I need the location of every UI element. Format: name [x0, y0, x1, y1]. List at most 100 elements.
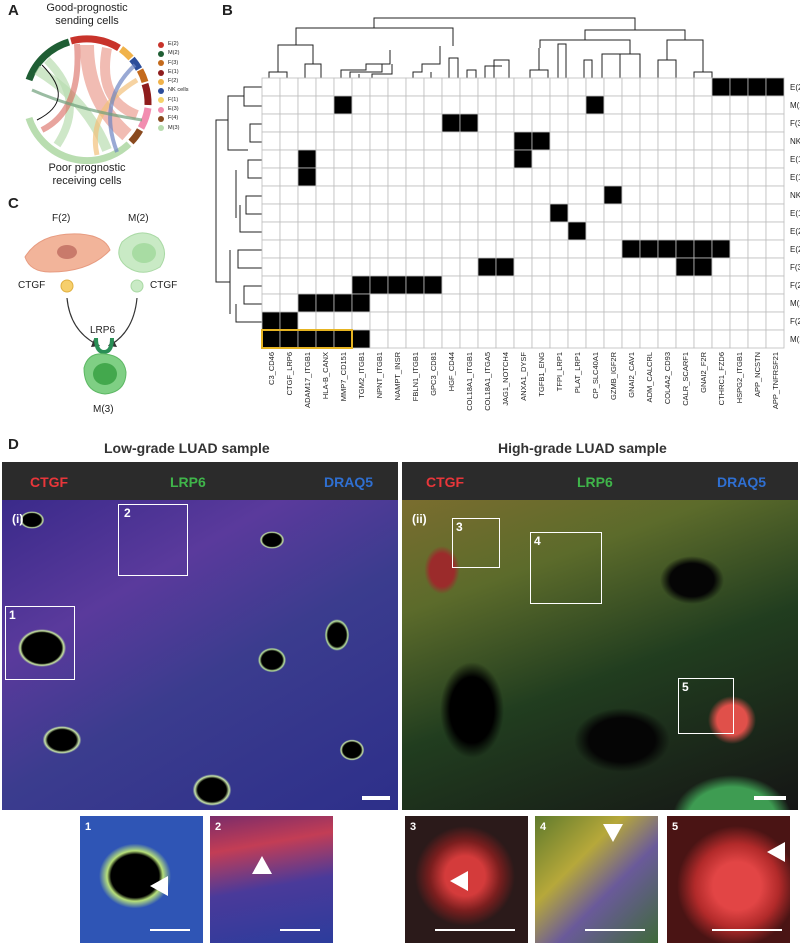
ligand-label-right: CTGF [150, 280, 178, 291]
heatmap-cell [459, 149, 479, 169]
heatmap-cell [693, 239, 713, 259]
heatmap-cell [639, 203, 659, 223]
heatmap-cell [675, 95, 695, 115]
heatmap-cell [333, 167, 353, 187]
heatmap-cell [765, 113, 785, 133]
heatmap-cell [747, 77, 767, 97]
heatmap-cell [369, 275, 389, 295]
heatmap-cell [405, 275, 425, 295]
inset-box-5[interactable] [678, 678, 734, 734]
arrowhead-icon [450, 871, 468, 891]
heatmap-cell [315, 329, 335, 349]
inset-label-4: 4 [534, 534, 541, 548]
heatmap-cell [747, 329, 767, 349]
heatmap-cell [333, 329, 353, 349]
scale-bar [585, 929, 645, 931]
heatmap-cell [711, 293, 731, 313]
heatmap-cell [657, 293, 677, 313]
heatmap-cell [369, 149, 389, 169]
heatmap-cell [765, 293, 785, 313]
heatmap-cell [549, 275, 569, 295]
right-sample-title: High-grade LUAD sample [498, 440, 667, 456]
heatmap-cell [459, 185, 479, 205]
heatmap-cell [711, 95, 731, 115]
heatmap-cell [531, 239, 551, 259]
heatmap-cell [441, 275, 461, 295]
heatmap-cell [387, 203, 407, 223]
heatmap-cell [675, 77, 695, 97]
heatmap-cell [405, 203, 425, 223]
heatmap-cell [315, 221, 335, 241]
heatmap-cell [297, 95, 317, 115]
heatmap-cell [423, 275, 443, 295]
legend-item: F(3) [158, 59, 189, 68]
heatmap-cell [747, 311, 767, 331]
heatmap-cell [495, 95, 515, 115]
heatmap-cell [693, 131, 713, 151]
heatmap-column-label: NAMPT_INSR [393, 351, 402, 400]
heatmap-cell [387, 167, 407, 187]
legend-item: E(1) [158, 68, 189, 77]
heatmap-column-label: GZMB_IGF2R [609, 351, 618, 400]
heatmap-cell [513, 221, 533, 241]
heatmap-cell [747, 167, 767, 187]
heatmap-cell [351, 113, 371, 133]
heatmap-column-label: HLA-B_CANX [321, 352, 330, 399]
heatmap-cell [387, 95, 407, 115]
heatmap-cell [747, 275, 767, 295]
heatmap-cell [351, 131, 371, 151]
heatmap-cell [333, 77, 353, 97]
heatmap-column-label: FBLN1_ITGB1 [411, 352, 420, 401]
heatmap-cell [675, 311, 695, 331]
heatmap-cell [405, 311, 425, 331]
heatmap-cell [297, 311, 317, 331]
heatmap-cell [531, 149, 551, 169]
heatmap-cell [297, 221, 317, 241]
heatmap-cell [549, 185, 569, 205]
heatmap-cell [333, 149, 353, 169]
heatmap-cell [729, 185, 749, 205]
heatmap-cell [495, 221, 515, 241]
heatmap-cell [477, 131, 497, 151]
zoom-panel-1: 1 [80, 816, 203, 943]
heatmap-cell [639, 221, 659, 241]
heatmap-cell [657, 311, 677, 331]
heatmap-cell [585, 167, 605, 187]
heatmap-cell [333, 239, 353, 259]
legend-item: F(1) [158, 96, 189, 105]
heatmap-cell [585, 203, 605, 223]
heatmap-cell [315, 275, 335, 295]
ligand-label-left: CTGF [18, 280, 46, 291]
heatmap-cell [639, 257, 659, 277]
inset-box-2[interactable] [118, 504, 188, 576]
heatmap-cell [747, 95, 767, 115]
heatmap-row-label: M(2)_F(4) [790, 101, 800, 110]
heatmap-cell [675, 293, 695, 313]
heatmap-cell [549, 77, 569, 97]
inset-label-3: 3 [456, 520, 463, 534]
inset-box-1[interactable] [5, 606, 75, 680]
heatmap-cell [513, 203, 533, 223]
heatmap-cell [495, 113, 515, 133]
heatmap-cell [567, 293, 587, 313]
heatmap-cell [351, 311, 371, 331]
heatmap-cell [639, 275, 659, 295]
heatmap-cell [441, 185, 461, 205]
heatmap-column-label: GPC3_CD81 [429, 352, 438, 396]
right-roman-label: (ii) [412, 512, 427, 526]
heatmap-cell [657, 77, 677, 97]
heatmap-cell [693, 113, 713, 133]
heatmap-cell [477, 77, 497, 97]
heatmap-cell [459, 167, 479, 187]
heatmap-cell [693, 77, 713, 97]
heatmap-row-label: E(1)_M(3) [790, 173, 800, 182]
heatmap-cell [477, 275, 497, 295]
heatmap-cell [621, 77, 641, 97]
heatmap-cell [585, 257, 605, 277]
heatmap-cell [459, 275, 479, 295]
heatmap-cell [729, 95, 749, 115]
inset-box-3[interactable] [452, 518, 500, 568]
heatmap-cell [711, 311, 731, 331]
inset-box-4[interactable] [530, 532, 602, 604]
heatmap-cell [639, 329, 659, 349]
